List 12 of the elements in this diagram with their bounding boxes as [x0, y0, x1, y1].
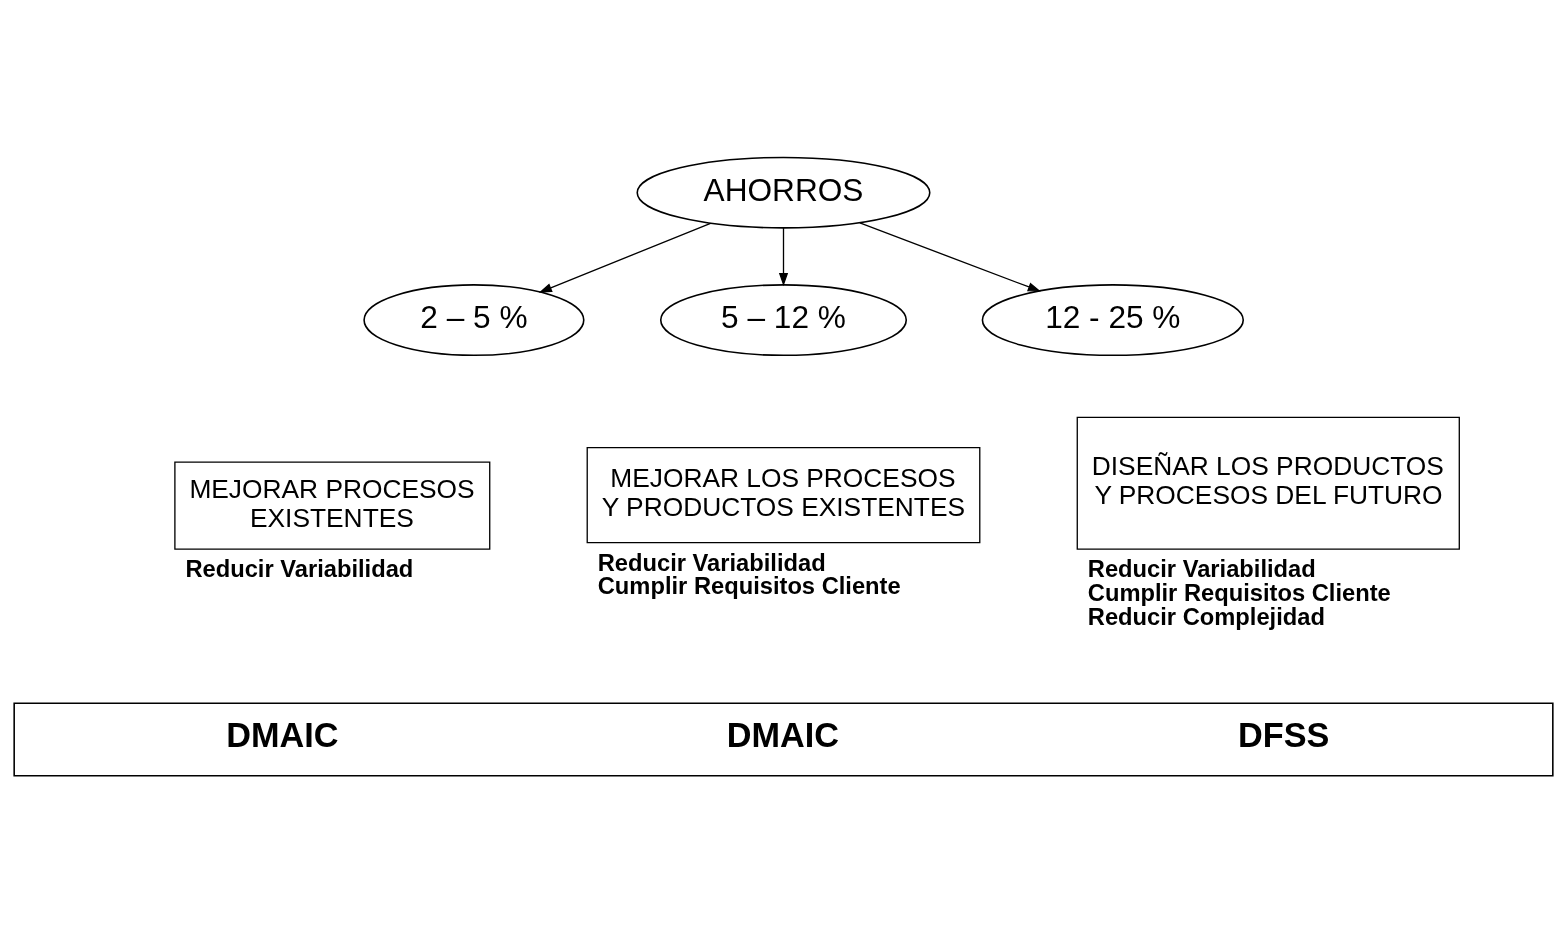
arrow [859, 221, 1041, 292]
arrow [538, 222, 712, 293]
node-box: MEJORAR PROCESOS EXISTENTES [174, 461, 491, 550]
node-box: DMAIC DMAIC DFSS [13, 702, 1554, 776]
node-ellipse: 5 – 12 % [659, 283, 908, 356]
node-label: Reducir Variabilidad [185, 555, 414, 582]
node-ellipse: AHORROS [636, 156, 931, 229]
node-box: MEJORAR LOS PROCESOS Y PRODUCTOS EXISTENTES [586, 446, 981, 543]
arrow [778, 226, 789, 286]
node-label: Reducir Variabilidad [1087, 555, 1316, 582]
node-box: DISEÑAR LOS PRODUCTOS Y PROCESOS DEL FUTURO [1076, 416, 1460, 550]
node-label: Cumplir Requisitos Cliente [1087, 579, 1391, 606]
